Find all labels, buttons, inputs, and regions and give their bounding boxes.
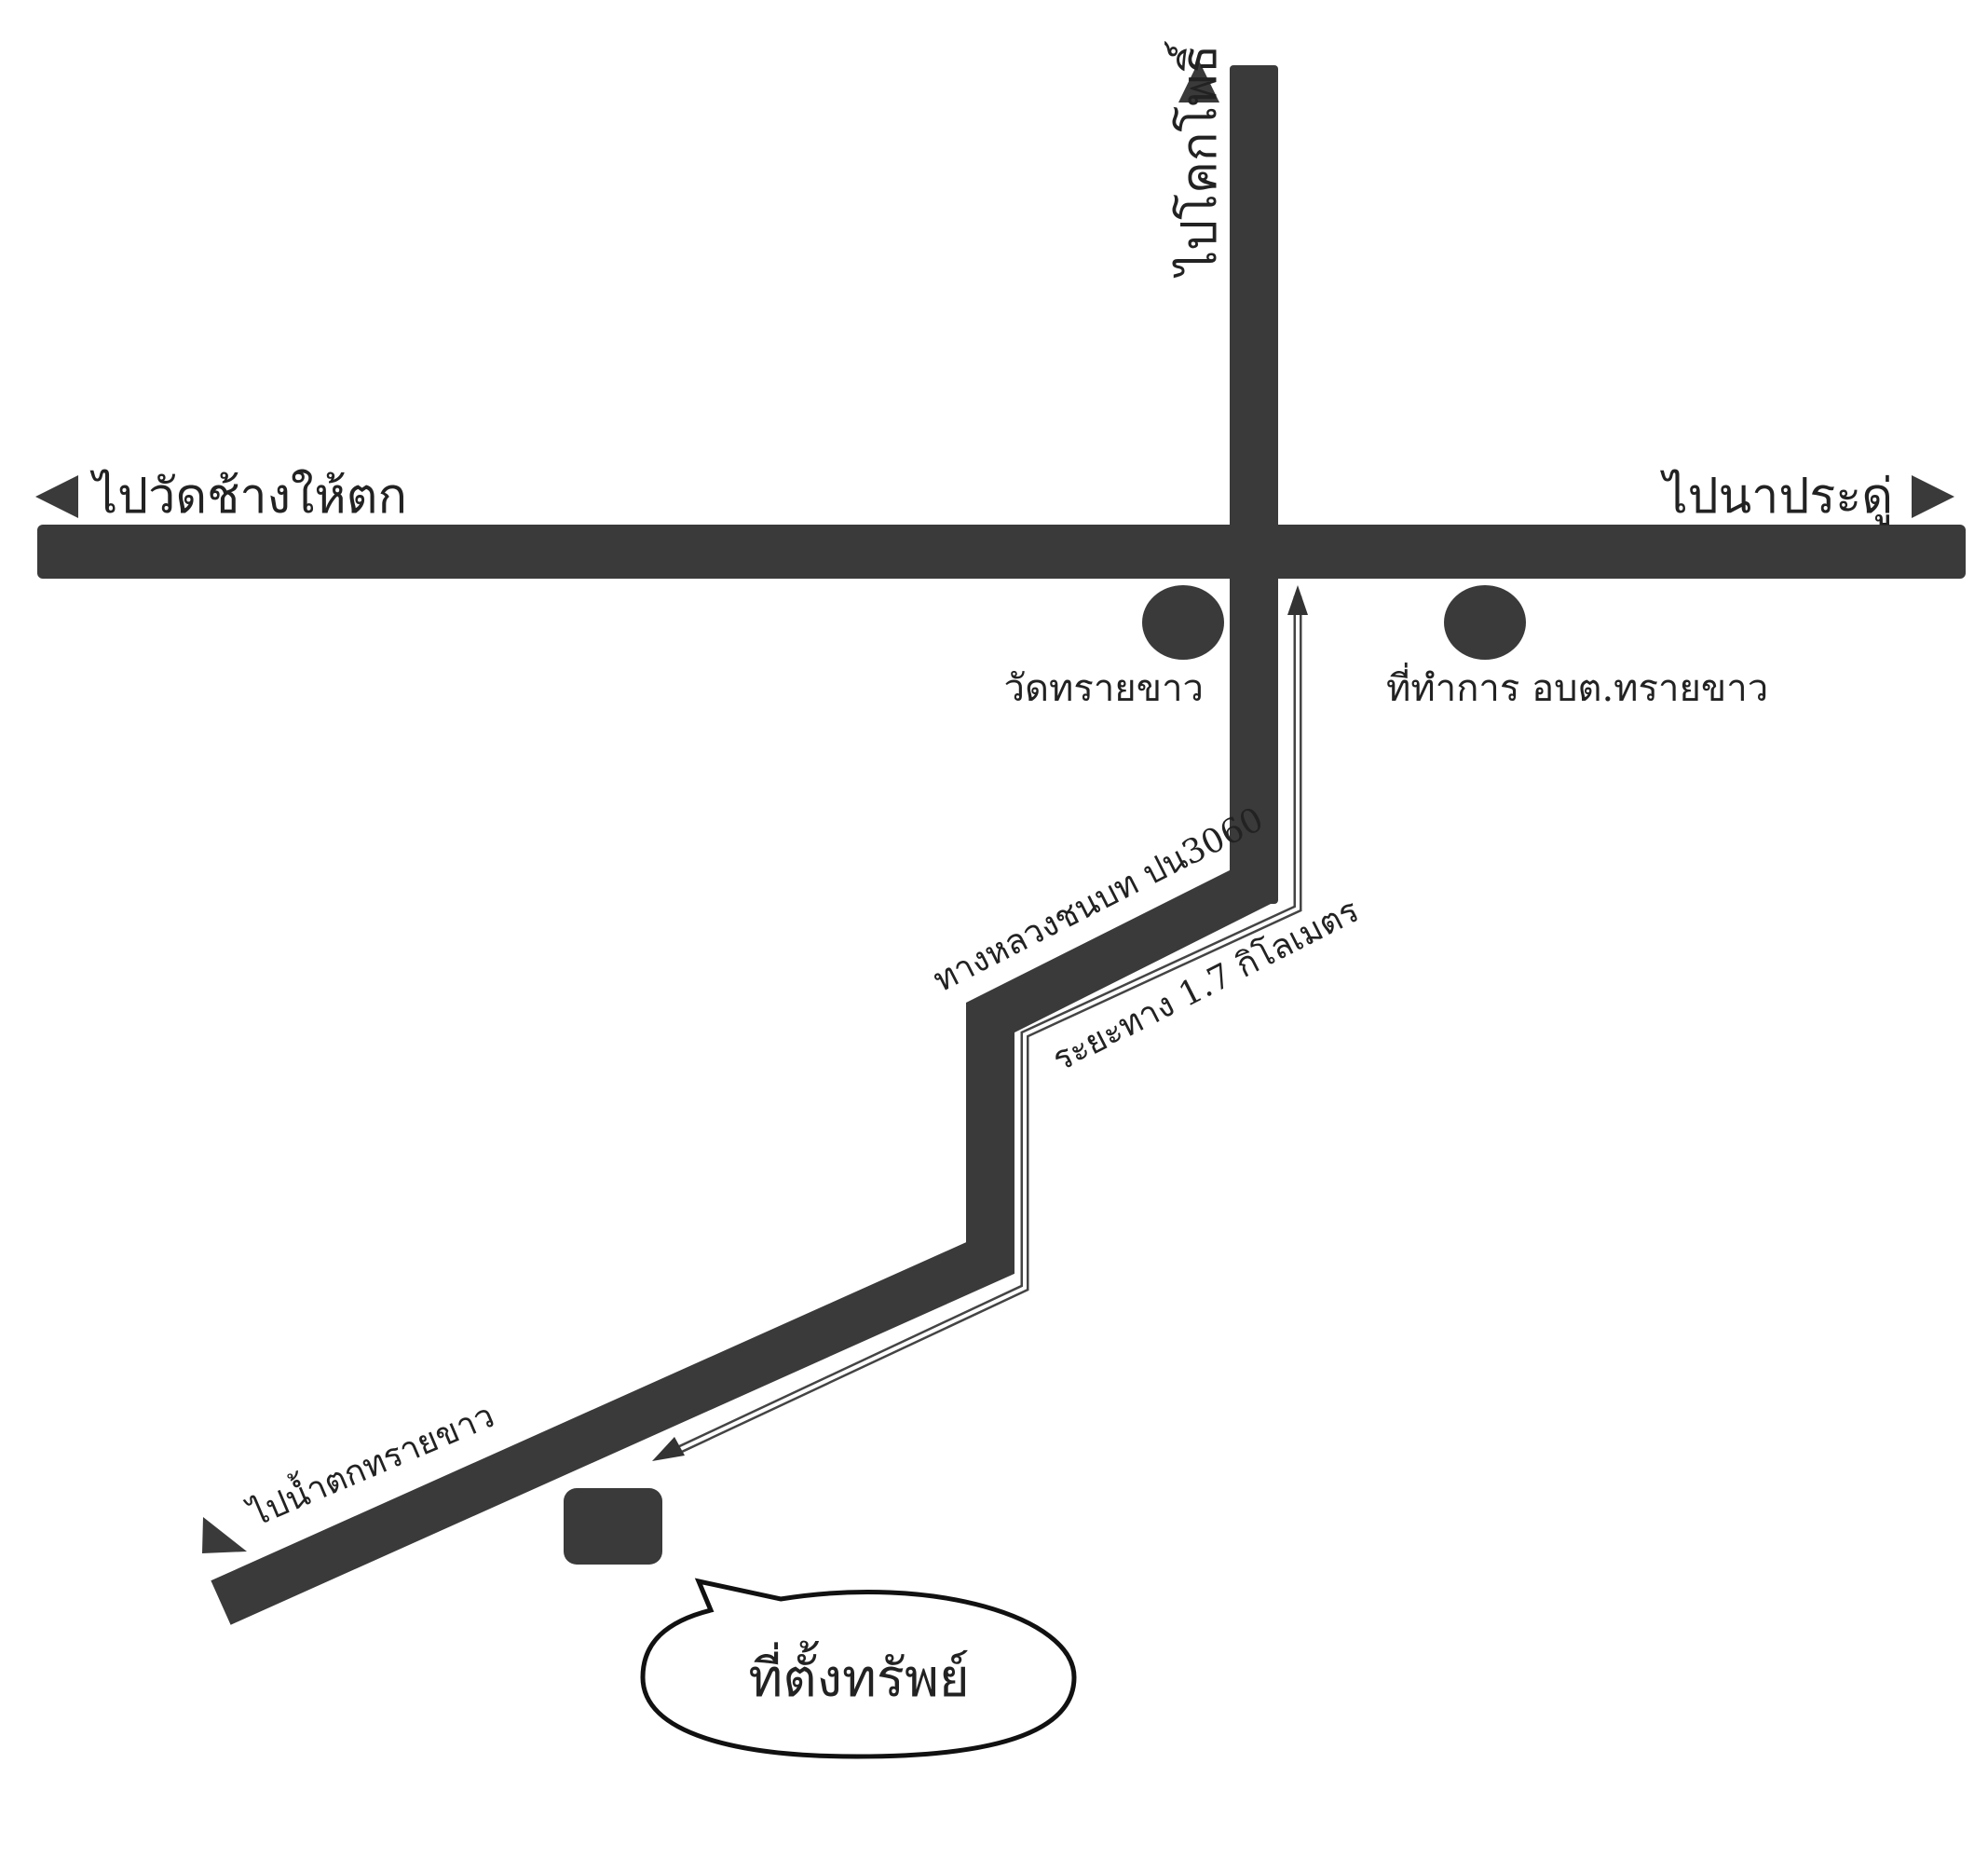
label-temple: วัดทรายขาว — [1004, 667, 1204, 710]
route-arrow-down-left-icon — [652, 1437, 685, 1461]
rural-road — [211, 578, 1278, 1625]
label-office: ที่ทำการ อบต.ทรายขาว — [1386, 663, 1768, 710]
property-marker-icon — [564, 1488, 662, 1565]
label-property: ที่ตั้งทรัพย์ — [748, 1641, 969, 1709]
label-east: ไปนาประดู่ — [1659, 469, 1893, 526]
route-arrow-up-icon — [1287, 585, 1308, 615]
arrow-left-icon — [35, 475, 78, 518]
label-north: ไปโคกโพธิ์ — [1164, 41, 1228, 279]
main-road-horizontal — [37, 525, 1966, 579]
distance-route-inner — [670, 596, 1300, 1456]
label-west: ไปวัดช้างให้ตก — [89, 469, 407, 525]
temple-marker-icon — [1142, 585, 1224, 660]
arrow-right-icon — [1912, 475, 1954, 518]
arrow-southwest-icon — [202, 1517, 247, 1553]
arrow-up-icon — [1178, 61, 1219, 103]
property-callout-bubble — [640, 1578, 1077, 1759]
office-marker-icon — [1444, 585, 1526, 660]
